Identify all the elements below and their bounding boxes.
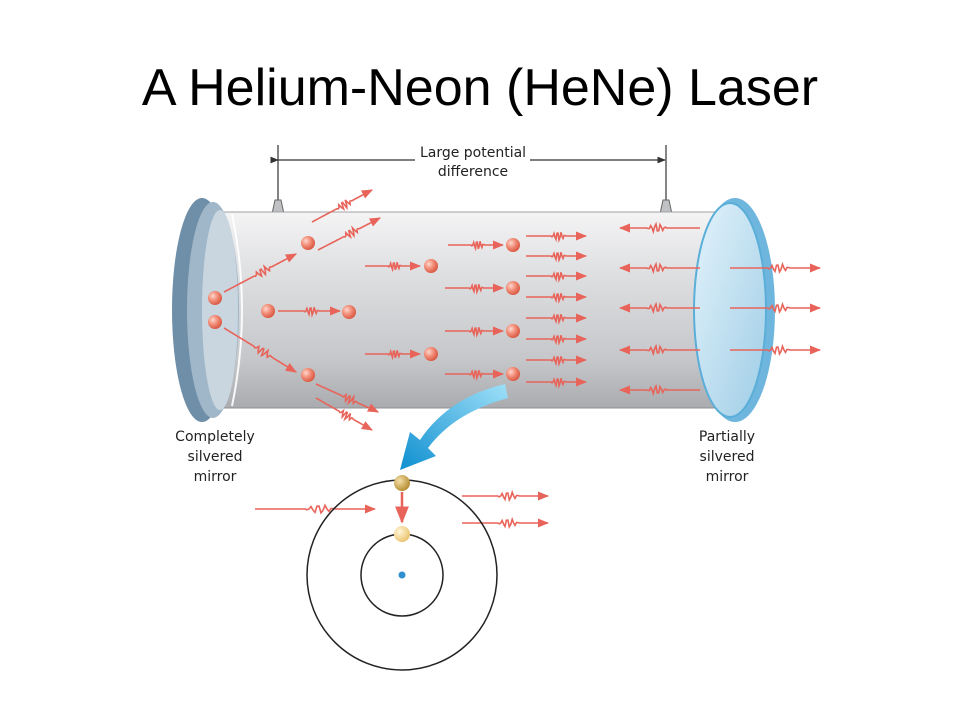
photon-arrow bbox=[730, 261, 822, 275]
atom bbox=[506, 324, 520, 338]
left-mirror-label-line3: mirror bbox=[194, 469, 237, 485]
completely-silvered-mirror bbox=[172, 198, 239, 422]
photon-arrow bbox=[462, 516, 550, 530]
potential-difference-bracket bbox=[270, 145, 673, 215]
atom bbox=[506, 281, 520, 295]
photon-arrow bbox=[448, 239, 505, 252]
photon-arrow bbox=[255, 503, 377, 515]
photon-arrow bbox=[526, 377, 588, 389]
atom bbox=[208, 291, 222, 305]
right-mirror-label-line2: silvered bbox=[700, 449, 755, 465]
atom bbox=[261, 304, 275, 318]
photon-arrow bbox=[526, 251, 588, 263]
atom bbox=[208, 315, 222, 329]
photon-arrow bbox=[445, 282, 505, 295]
photon-arrow bbox=[618, 383, 700, 397]
photon-arrow bbox=[223, 327, 297, 373]
left-mirror-label-line2: silvered bbox=[188, 449, 243, 465]
atom bbox=[424, 347, 438, 361]
atom bbox=[301, 236, 315, 250]
photon-arrow bbox=[618, 343, 700, 357]
atom bbox=[424, 259, 438, 273]
excited-electron bbox=[394, 475, 410, 491]
photon-arrow bbox=[311, 189, 374, 223]
photon-arrow bbox=[445, 325, 505, 338]
laser-tube bbox=[205, 211, 730, 409]
photon-arrow bbox=[730, 301, 822, 315]
energy-level-diagram bbox=[306, 475, 498, 671]
photon-arrow bbox=[365, 260, 422, 273]
ground-electron bbox=[394, 526, 410, 542]
photon-arrow bbox=[526, 292, 588, 304]
right-mirror-label-line1: Partially bbox=[699, 429, 755, 445]
photon-arrow bbox=[526, 355, 588, 367]
photon-arrow bbox=[526, 231, 588, 243]
photon-arrow bbox=[317, 217, 382, 251]
photon-arrow bbox=[462, 489, 550, 503]
atom bbox=[301, 368, 315, 382]
page-title: A Helium-Neon (HeNe) Laser bbox=[141, 59, 819, 117]
photon-arrow bbox=[445, 368, 505, 381]
photon-arrow bbox=[223, 253, 298, 293]
photon-arrow bbox=[365, 348, 422, 361]
atom bbox=[342, 305, 356, 319]
photon-arrow bbox=[526, 334, 588, 346]
photon-arrow bbox=[618, 221, 700, 235]
photon-arrow bbox=[315, 383, 380, 413]
partially-silvered-mirror bbox=[693, 198, 775, 422]
photon-arrow bbox=[315, 397, 373, 431]
potential-label-line2: difference bbox=[438, 164, 508, 180]
callout-arrow bbox=[400, 384, 508, 470]
atom bbox=[506, 367, 520, 381]
photon-arrow bbox=[526, 271, 588, 283]
photon-arrow bbox=[526, 313, 588, 325]
right-mirror-label-line3: mirror bbox=[706, 469, 749, 485]
photon-arrow bbox=[730, 343, 822, 357]
photon-arrow bbox=[278, 306, 342, 318]
photon-arrow bbox=[618, 261, 700, 275]
potential-label-line1: Large potential bbox=[420, 145, 526, 161]
nucleus bbox=[398, 571, 406, 579]
photon-arrow bbox=[618, 301, 700, 315]
photons bbox=[223, 189, 822, 530]
atom bbox=[506, 238, 520, 252]
left-mirror-label-line1: Completely bbox=[175, 429, 255, 445]
atoms bbox=[208, 236, 520, 382]
